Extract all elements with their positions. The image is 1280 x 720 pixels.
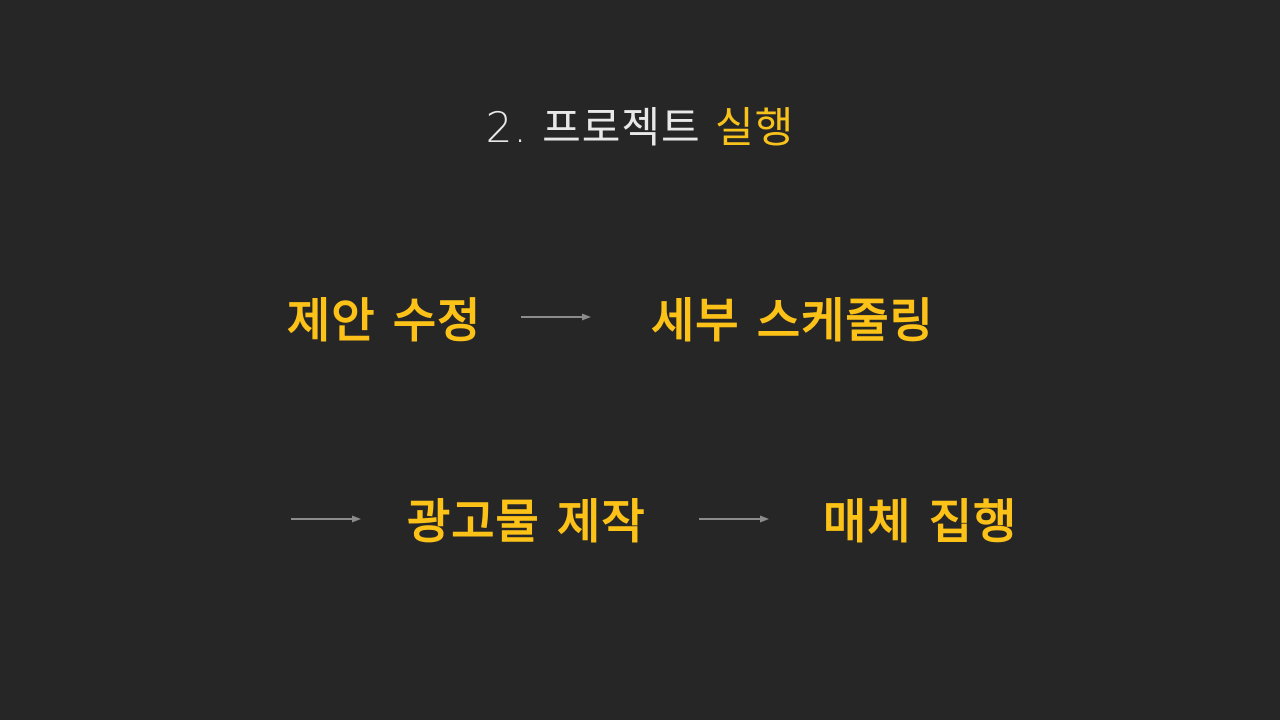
arrow-right-icon bbox=[521, 313, 591, 321]
slide-title-main: 프로젝트 bbox=[542, 103, 701, 152]
flow-step-ad-production: 광고물 제작 bbox=[407, 495, 646, 550]
flow-step-media-execution: 매체 집행 bbox=[823, 495, 1018, 550]
arrow-right-icon bbox=[291, 515, 361, 523]
flow-step-proposal-revision: 제안 수정 bbox=[287, 294, 482, 349]
slide-title: 2. 프로젝트 실행 bbox=[0, 100, 1280, 156]
flow-step-detailed-scheduling: 세부 스케줄링 bbox=[651, 294, 934, 349]
arrow-right-icon bbox=[699, 515, 769, 523]
slide-title-accent: 실행 bbox=[715, 103, 795, 152]
slide-title-number: 2. bbox=[485, 103, 528, 152]
